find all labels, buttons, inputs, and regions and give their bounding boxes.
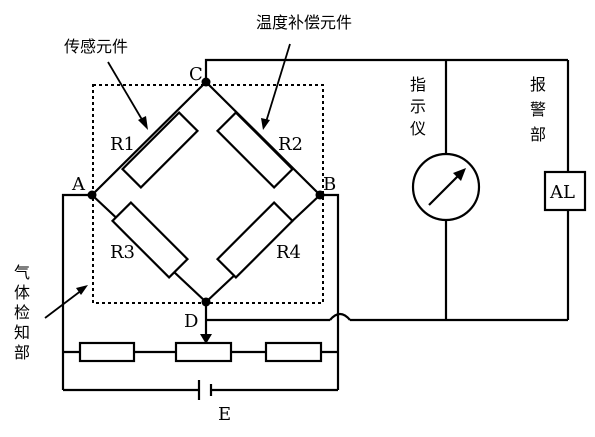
node-d-label: D [184, 311, 198, 332]
indicator-label-2: 示 [410, 97, 426, 116]
alarm-label-2: 警 [530, 100, 546, 119]
wiper-arrow-icon [200, 334, 212, 344]
r3-label: R3 [110, 242, 135, 263]
gas-label-2: 体 [14, 283, 30, 302]
alarm-label-3: 部 [530, 125, 546, 144]
callout-arrows [44, 43, 291, 319]
resistor-bottom-right [264, 341, 323, 363]
r4-label: R4 [276, 242, 301, 263]
sensor-label: 传感元件 [64, 37, 128, 56]
indicator-label-3: 仪 [410, 119, 426, 138]
node-c-label: C [189, 64, 203, 85]
bridge-wires [91, 81, 321, 303]
node-a-dot [87, 190, 97, 200]
alarm-box-label: AL [549, 182, 575, 203]
alarm-box [543, 170, 587, 212]
alarm-label-1: 报 [530, 75, 546, 94]
r1-label: R1 [110, 134, 135, 155]
resistor-r3 [110, 200, 190, 280]
node-d-dot [201, 297, 211, 307]
node-a-label: A [71, 174, 86, 195]
resistor-bottom-left [78, 341, 136, 363]
meter-needle-icon [428, 171, 463, 206]
gas-label-4: 知 [14, 323, 30, 342]
resistor-r2 [215, 110, 295, 190]
temp-comp-label: 温度补偿元件 [256, 13, 352, 32]
r2-label: R2 [278, 134, 303, 155]
gas-label-1: 气 [14, 263, 30, 282]
battery-label: E [218, 404, 231, 425]
potentiometer [174, 341, 233, 363]
indicator-label-1: 指 [410, 75, 426, 94]
resistor-r1 [120, 110, 200, 190]
node-b-label: B [323, 174, 336, 195]
gas-label-5: 部 [14, 343, 30, 362]
node-c-dot [201, 77, 211, 87]
resistor-r4 [215, 200, 295, 280]
nodes [87, 77, 325, 307]
node-b-dot [315, 190, 325, 200]
gas-label-3: 检 [14, 303, 30, 322]
gas-detection-boundary [92, 84, 324, 304]
meter-arrowhead-icon [453, 168, 466, 181]
battery-symbol [197, 380, 213, 400]
circuit-wires [61, 58, 570, 392]
